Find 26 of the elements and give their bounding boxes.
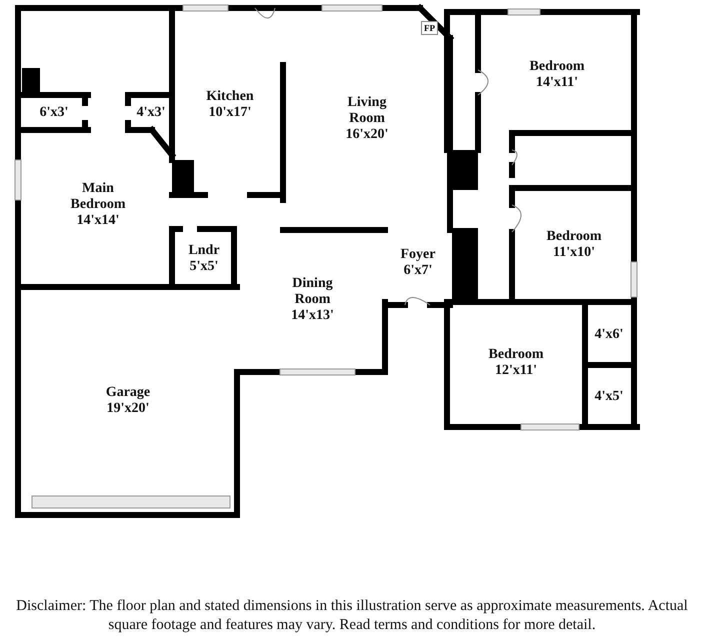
room-name: Foyer: [400, 246, 436, 262]
room-name: Bedroom: [546, 229, 602, 245]
room-dimensions: 6'x3': [40, 105, 68, 121]
room-name: Lndr: [188, 243, 220, 259]
room-dimensions: 4'x6': [594, 327, 624, 343]
room-dimensions: 6'x7': [404, 262, 432, 278]
room-name: Kitchen: [206, 89, 254, 105]
room-dimensions: 14'x11': [536, 75, 578, 91]
room-dimensions: 10'x17': [208, 105, 252, 121]
room-name: Bedroom: [530, 59, 584, 75]
room-dimensions: 11'x10': [552, 245, 595, 261]
room-name: Bedroom: [488, 347, 544, 363]
room-dimensions: 16'x20': [346, 127, 388, 143]
room-name: Living Room: [346, 95, 388, 127]
room-dimensions: 4'x3': [136, 105, 166, 121]
room-dimensions: 14'x14': [76, 213, 120, 229]
room-name: Garage: [106, 385, 150, 401]
room-dimensions: 14'x13': [291, 308, 334, 324]
room-dimensions: 12'x11': [494, 363, 537, 379]
room-dimensions: 4'x5': [594, 389, 624, 405]
room-name: Dining Room: [291, 276, 334, 308]
disclaimer-text: Disclaimer: The floor plan and stated dimensions in this illustration serve as approximate measurements. Actual square footage and features may vary. Read terms and conditions for more detail.: [15, 597, 689, 635]
room-dimensions: 19'x20': [106, 401, 150, 417]
fireplace: FP: [421, 21, 438, 35]
room-name: Main Bedroom: [70, 181, 126, 213]
room-dimensions: 5'x5': [190, 259, 218, 275]
